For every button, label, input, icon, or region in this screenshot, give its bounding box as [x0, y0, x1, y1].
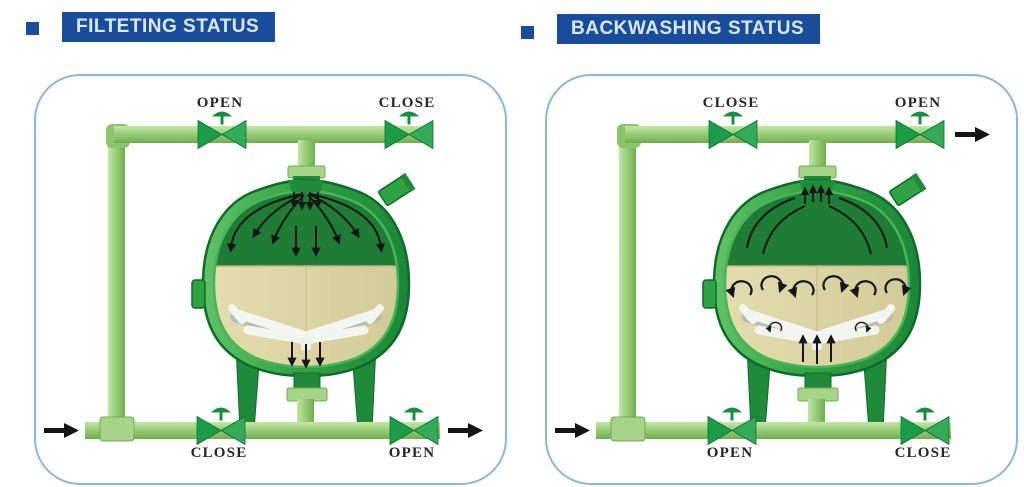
- valve-label-bottom-left: OPEN: [706, 445, 754, 461]
- valve-label-top-left: CLOSE: [702, 95, 760, 111]
- tank-outlet-pipe: [797, 372, 839, 425]
- filtering-header: FILTETING STATUS: [62, 12, 276, 42]
- valve-label-top-right: OPEN: [894, 95, 942, 111]
- tank-headspace: [725, 191, 909, 266]
- valve-label-top-left: OPEN: [196, 95, 244, 111]
- backwashing-diagram: [555, 111, 990, 445]
- valve-label-top-right: CLOSE: [378, 95, 436, 111]
- tee-fitting: [99, 416, 135, 442]
- top-side-nozzle: [889, 172, 927, 206]
- backwashing-panel: [545, 74, 1018, 485]
- top-pipe: [114, 126, 432, 143]
- valve-label-bottom-right: CLOSE: [894, 445, 952, 461]
- tank-headspace: [214, 191, 398, 266]
- outlet-stub: [804, 372, 832, 391]
- top-pipe: [625, 126, 943, 143]
- filter-tank: [702, 172, 927, 378]
- flow-inlet-arrow: [44, 423, 79, 438]
- downward-flow-arrows: [226, 192, 386, 369]
- riser-pipe: [617, 124, 641, 428]
- tee-fitting: [610, 416, 646, 442]
- top-side-nozzle: [378, 172, 416, 206]
- bottom-pipe: [85, 416, 440, 442]
- flow-outlet-arrow: [955, 127, 990, 142]
- side-port: [702, 279, 717, 309]
- filtering-diagram: [44, 111, 483, 445]
- flow-outlet-arrow: [448, 423, 483, 438]
- lateral-distributors: [228, 304, 384, 350]
- filter-tank: [191, 172, 416, 378]
- filtering-panel: [34, 74, 507, 485]
- tank-outlet-pipe: [286, 372, 328, 425]
- outlet-stub: [293, 372, 321, 391]
- backwashing-header: BACKWASHING STATUS: [557, 14, 821, 44]
- valve-label-bottom-right: OPEN: [388, 445, 436, 461]
- bottom-pipe: [596, 416, 951, 442]
- upward-flow-arrows: [746, 184, 888, 364]
- valve-label-bottom-left: CLOSE: [190, 445, 248, 461]
- filtering-bullet-icon: [26, 22, 39, 35]
- riser-pipe: [106, 124, 130, 428]
- side-port: [191, 279, 206, 309]
- flow-inlet-arrow: [555, 423, 590, 438]
- backwashing-bullet-icon: [521, 26, 534, 39]
